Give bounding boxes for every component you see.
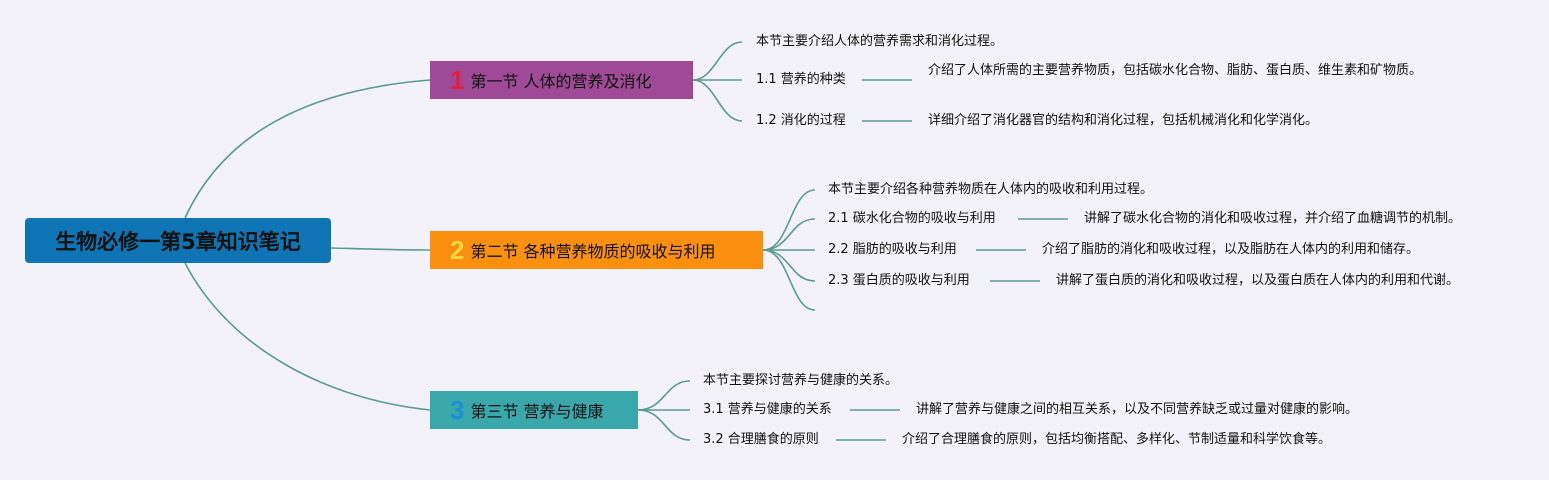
section-1-sub-1-label[interactable]: 1.1 营养的种类	[756, 72, 846, 87]
section-1-sub-2-label[interactable]: 1.2 消化的过程	[756, 113, 846, 128]
section-1-intro[interactable]: 本节主要介绍人体的营养需求和消化过程。	[756, 34, 1004, 49]
section-2-sub-1-label[interactable]: 2.1 碳水化合物的吸收与利用	[828, 211, 996, 226]
section-2-sub-2-label[interactable]: 2.2 脂肪的吸收与利用	[828, 242, 957, 257]
connector-s1-intro	[692, 41, 743, 81]
connector-s3-sub2	[637, 409, 691, 441]
section-2-sub-3-label[interactable]: 2.3 蛋白质的吸收与利用	[828, 273, 970, 288]
section-2-sub-1-detail[interactable]: 讲解了碳水化合物的消化和吸收过程，并介绍了血糖调节的机制。	[1084, 211, 1462, 226]
root-topic[interactable]: 生物必修一第5章知识笔记	[25, 218, 331, 263]
connector-s2-sub1	[762, 218, 816, 251]
connector-s2-intro	[762, 189, 816, 251]
connector-s2-sub3	[762, 249, 816, 282]
connector-s3-intro	[637, 380, 691, 411]
section-3-sub-1-label[interactable]: 3.1 营养与健康的关系	[703, 402, 832, 417]
connector-root-section3	[184, 262, 431, 411]
section-2-topic[interactable]: 2 第二节 各种营养物质的吸收与利用	[430, 231, 763, 269]
section-2-sub-3-detail[interactable]: 讲解了蛋白质的消化和吸收过程，以及蛋白质在人体内的利用和代谢。	[1056, 273, 1460, 288]
section-3-number: 3	[450, 394, 465, 425]
section-2-number: 2	[450, 234, 465, 265]
section-3-title: 第三节 营养与健康	[470, 402, 604, 421]
section-2-intro[interactable]: 本节主要介绍各种营养物质在人体内的吸收和利用过程。	[828, 182, 1154, 197]
section-1-title: 第一节 人体的营养及消化	[470, 72, 652, 91]
connector-s1-sub2	[692, 79, 743, 122]
section-1-sub-2-detail[interactable]: 详细介绍了消化器官的结构和消化过程，包括机械消化和化学消化。	[928, 113, 1319, 128]
section-1-sub-1-detail[interactable]: 介绍了人体所需的主要营养物质，包括碳水化合物、脂肪、蛋白质、维生素和矿物质。	[928, 63, 1423, 78]
connector-s2-extra	[762, 249, 816, 311]
section-1-topic[interactable]: 1 第一节 人体的营养及消化	[430, 61, 693, 99]
section-3-topic[interactable]: 3 第三节 营养与健康	[430, 391, 638, 429]
section-2-title: 第二节 各种营养物质的吸收与利用	[470, 242, 716, 261]
root-title: 生物必修一第5章知识笔记	[55, 229, 301, 254]
section-3-sub-2-label[interactable]: 3.2 合理膳食的原则	[703, 432, 819, 447]
section-2-sub-2-detail[interactable]: 介绍了脂肪的消化和吸收过程，以及脂肪在人体内的利用和储存。	[1042, 242, 1420, 257]
section-3-sub-1-detail[interactable]: 讲解了营养与健康之间的相互关系，以及不同营养缺乏或过量对健康的影响。	[916, 402, 1359, 417]
section-3-intro[interactable]: 本节主要探讨营养与健康的关系。	[703, 373, 899, 388]
section-3-sub-2-detail[interactable]: 介绍了合理膳食的原则，包括均衡搭配、多样化、节制适量和科学饮食等。	[902, 432, 1332, 447]
connector-root-section2	[330, 247, 431, 251]
connector-root-section1	[184, 79, 431, 219]
connector-s1-empty	[693, 66, 742, 80]
section-1-number: 1	[450, 64, 465, 95]
